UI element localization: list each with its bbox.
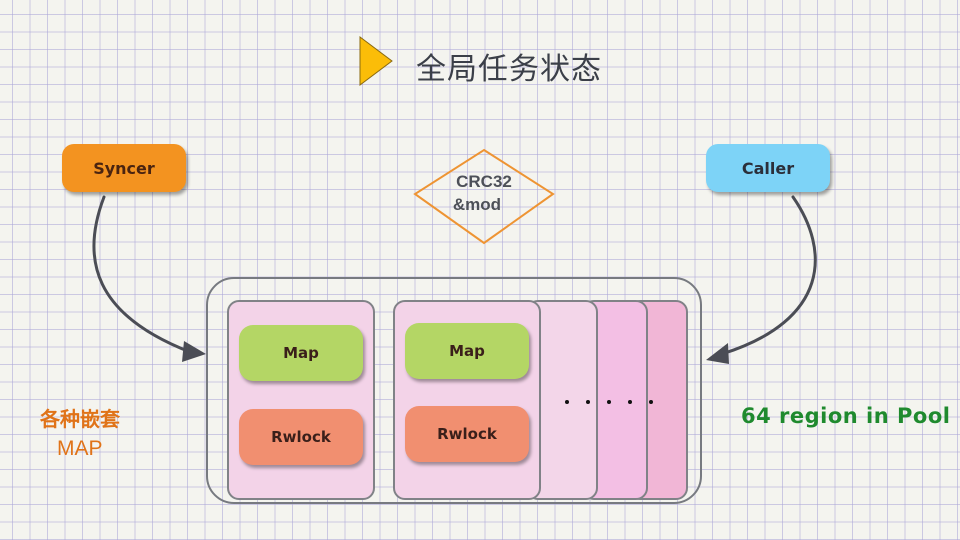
ellipsis-dot xyxy=(586,400,590,404)
caller-to-pool-arrow xyxy=(720,195,817,356)
ellipsis-dot xyxy=(628,400,632,404)
map-block: Map xyxy=(405,323,529,379)
hash-label-line1: CRC32 xyxy=(456,172,512,191)
ellipsis-dot xyxy=(649,400,653,404)
page-title: 全局任务状态 xyxy=(416,52,602,87)
rwlock-block: Rwlock xyxy=(239,409,363,465)
nested-map-annotation: 各种嵌套 MAP xyxy=(40,404,120,464)
caller-node: Caller xyxy=(706,144,830,192)
ellipsis-dot xyxy=(565,400,569,404)
rwlock-block: Rwlock xyxy=(405,406,529,462)
region-pool xyxy=(206,277,702,504)
pool-size-annotation: 64 region in Pool xyxy=(741,404,951,428)
nested-map-line1: 各种嵌套 xyxy=(40,407,120,431)
syncer-node: Syncer xyxy=(62,144,186,192)
ellipsis xyxy=(560,392,670,412)
play-triangle-icon xyxy=(359,36,393,86)
arrowhead-icon xyxy=(706,343,729,364)
nested-map-line2: MAP xyxy=(57,437,103,460)
map-block: Map xyxy=(239,325,363,381)
hash-label-line2: &mod xyxy=(452,195,502,214)
syncer-to-pool-arrow xyxy=(92,195,192,354)
hash-label: CRC32 &mod xyxy=(416,170,552,216)
ellipsis-dot xyxy=(607,400,611,404)
arrowhead-icon xyxy=(182,341,206,362)
hash-diamond xyxy=(413,148,555,245)
